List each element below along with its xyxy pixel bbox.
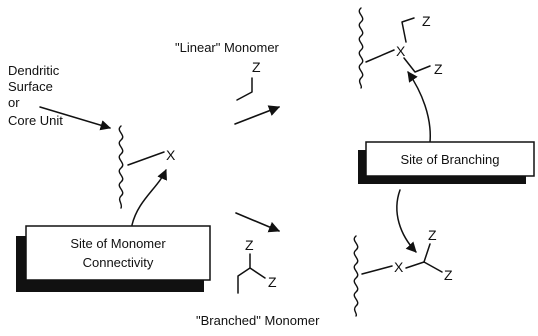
top-product-arm-lower — [403, 57, 431, 73]
branching-box: Site of Branching — [358, 141, 535, 184]
top-product-bond-core — [365, 49, 395, 63]
connectivity-box-line2: Connectivity — [83, 255, 154, 270]
core-x-atom: X — [166, 147, 176, 163]
top-product-z-lower: Z — [434, 61, 443, 77]
bottom-product-z-top: Z — [428, 227, 437, 243]
branched-monomer-z-top: Z — [245, 237, 254, 253]
top-product-z-upper: Z — [422, 13, 431, 29]
branching-box-frame — [365, 141, 535, 177]
bottom-product-wavy-surface — [353, 235, 359, 317]
branching-box-label: Site of Branching — [400, 152, 499, 167]
dendritic-label-line1: Dendritic — [8, 63, 60, 78]
connectivity-box-line1: Site of Monomer — [70, 236, 166, 251]
dendritic-label-line2: Surface — [8, 79, 53, 94]
bottom-product-bond-z-right — [423, 261, 443, 273]
branched-reaction-arrow — [235, 212, 281, 233]
branched-monomer-label: "Branched" Monomer — [196, 313, 320, 328]
connectivity-box-frame — [25, 225, 211, 281]
dendritic-surface-label: Dendritic Surface or Core Unit — [8, 63, 63, 128]
top-product-x-atom: X — [396, 43, 406, 59]
linear-monomer-z: Z — [252, 59, 261, 75]
branching-curved-arrow-down — [396, 189, 417, 253]
core-wavy-surface — [118, 125, 124, 209]
linear-monomer-label: "Linear" Monomer — [175, 40, 280, 55]
dendritic-pointer-arrow — [39, 106, 112, 131]
branched-monomer-bond-z — [249, 253, 266, 279]
connectivity-box: Site of Monomer Connectivity — [16, 225, 211, 292]
branching-curved-arrow-up — [407, 71, 431, 143]
branched-monomer-z-right: Z — [268, 274, 277, 290]
dendritic-label-line4: Core Unit — [8, 113, 63, 128]
bottom-product-bond-core — [361, 265, 393, 275]
connectivity-curved-arrow — [131, 169, 167, 226]
core-bond — [127, 151, 165, 166]
bottom-product-bond-carbon — [405, 261, 425, 269]
top-product-wavy-surface — [358, 7, 364, 89]
top-product-arm-upper — [401, 17, 415, 43]
branched-monomer-bond-stem — [237, 267, 251, 294]
bottom-product-bond-z-top — [423, 243, 431, 263]
dendritic-label-line3: or — [8, 95, 20, 110]
linear-monomer-structure — [236, 77, 253, 101]
bottom-product-x-atom: X — [394, 259, 404, 275]
linear-reaction-arrow — [234, 105, 281, 125]
bottom-product-z-right: Z — [444, 267, 453, 283]
